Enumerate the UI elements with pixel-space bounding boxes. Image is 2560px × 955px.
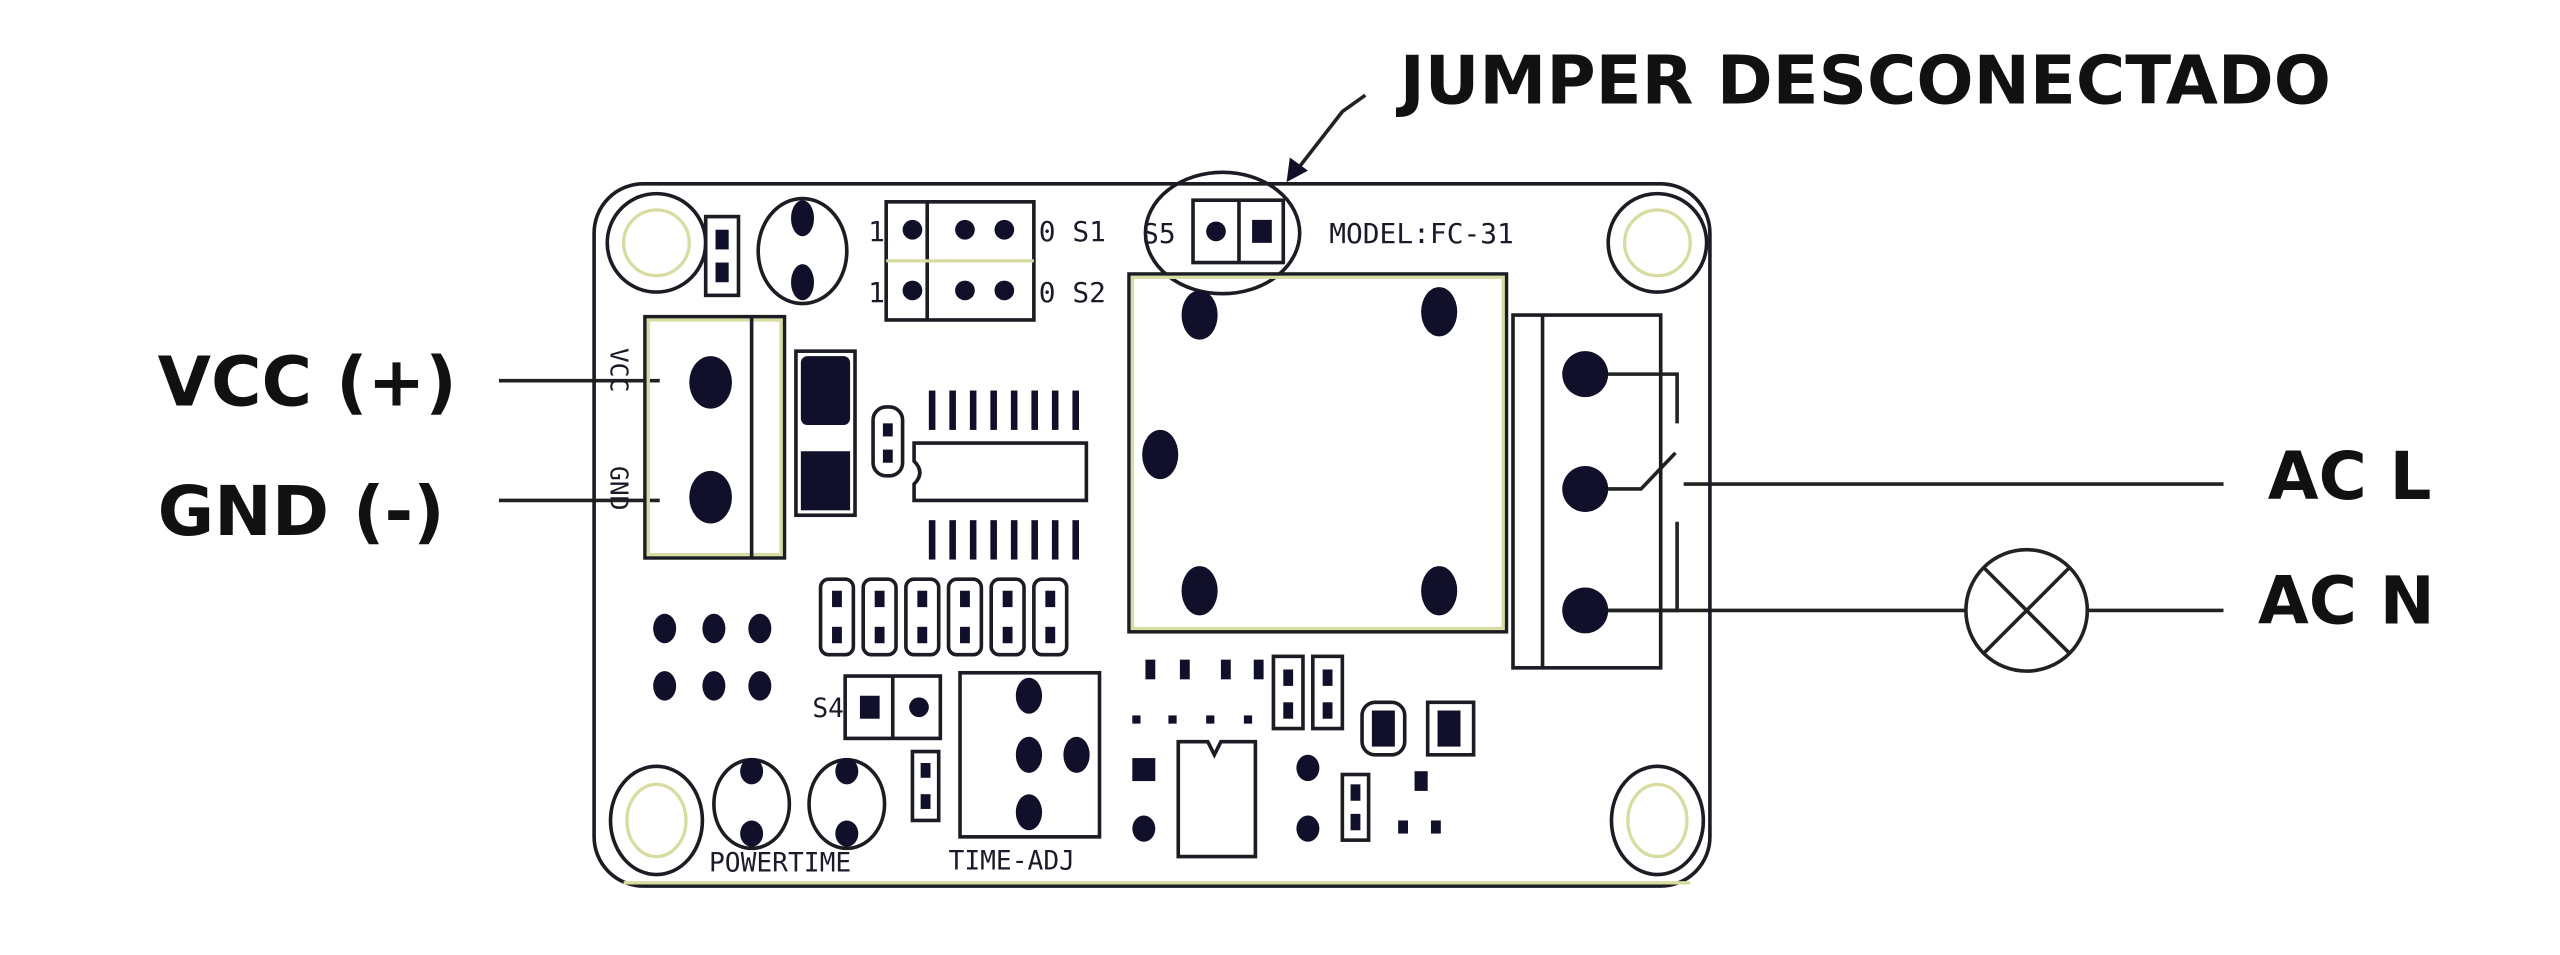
gnd-label: GND (-) <box>158 472 445 552</box>
dc-terminal-block: VCC GND <box>605 314 787 560</box>
ac-l-label: AC L <box>2268 439 2432 515</box>
s2-label: 0 S2 <box>1039 276 1106 309</box>
ic-pin <box>949 520 956 560</box>
ic-pin <box>1051 520 1059 560</box>
pad <box>1002 626 1013 644</box>
ic-chip <box>912 390 1089 560</box>
ic-pin <box>990 520 997 560</box>
resistor-pad <box>904 577 941 657</box>
vcc-pin-label: VCC <box>605 348 634 392</box>
s2-one-label: 1 <box>868 276 885 309</box>
ac-n-label: AC N <box>2258 564 2435 640</box>
ic-pin <box>1051 390 1059 430</box>
ic-pin <box>990 390 997 430</box>
gnd-pin-label: GND <box>605 466 634 510</box>
resistor-pad <box>861 577 898 657</box>
resistor-pad <box>946 577 984 657</box>
time-adj-label: TIME-ADJ <box>949 847 1075 877</box>
ic-pin <box>1072 390 1079 430</box>
s4-label: S4 <box>812 694 844 724</box>
pad <box>917 590 928 608</box>
resistor-pad <box>989 577 1026 657</box>
ic-pin <box>1031 520 1038 560</box>
s1-label: 0 S1 <box>1039 215 1106 248</box>
s5-label: S5 <box>1142 217 1176 250</box>
ic-pin <box>969 390 977 430</box>
pad <box>874 590 885 608</box>
resistor-pad <box>818 577 856 657</box>
pad <box>917 626 928 644</box>
time-adj-potentiometer <box>958 670 1102 839</box>
pcb-board: 1 1 0 S1 0 S2 S5 MODEL:FC-31 <box>592 170 1712 888</box>
vcc-label: VCC (+) <box>158 342 457 422</box>
leds <box>712 757 887 851</box>
resistor-pad <box>1032 577 1069 657</box>
pad <box>874 626 885 644</box>
wires <box>498 372 2224 613</box>
relay <box>1127 272 1509 634</box>
s1-one-label: 1 <box>868 215 885 248</box>
ic-pin <box>949 390 956 430</box>
arrow-to-jumper <box>1286 93 1367 183</box>
pad <box>1045 590 1056 608</box>
pad <box>960 626 970 644</box>
jumper-title: JUMPER DESCONECTADO <box>1396 41 2331 119</box>
model-label: MODEL:FC-31 <box>1329 217 1514 250</box>
pad <box>1002 590 1013 608</box>
pad <box>960 590 970 608</box>
powertime-label: POWERTIME <box>709 848 851 878</box>
ic-pin <box>969 520 977 560</box>
lamp-symbol <box>1964 547 2090 673</box>
smd-components <box>1132 654 1476 859</box>
pad <box>1045 626 1056 644</box>
pad <box>832 626 842 644</box>
ic-pin <box>928 520 936 560</box>
ic-pin <box>1072 520 1079 560</box>
s5-jumper: S5 <box>1142 170 1302 296</box>
dot-array <box>653 613 772 701</box>
ic-pin <box>928 390 936 430</box>
ic-pin <box>1010 390 1018 430</box>
pad <box>832 590 842 608</box>
ic-pin <box>1010 520 1018 560</box>
ac-terminal-block <box>1511 313 1663 670</box>
ic-pin <box>1031 390 1038 430</box>
